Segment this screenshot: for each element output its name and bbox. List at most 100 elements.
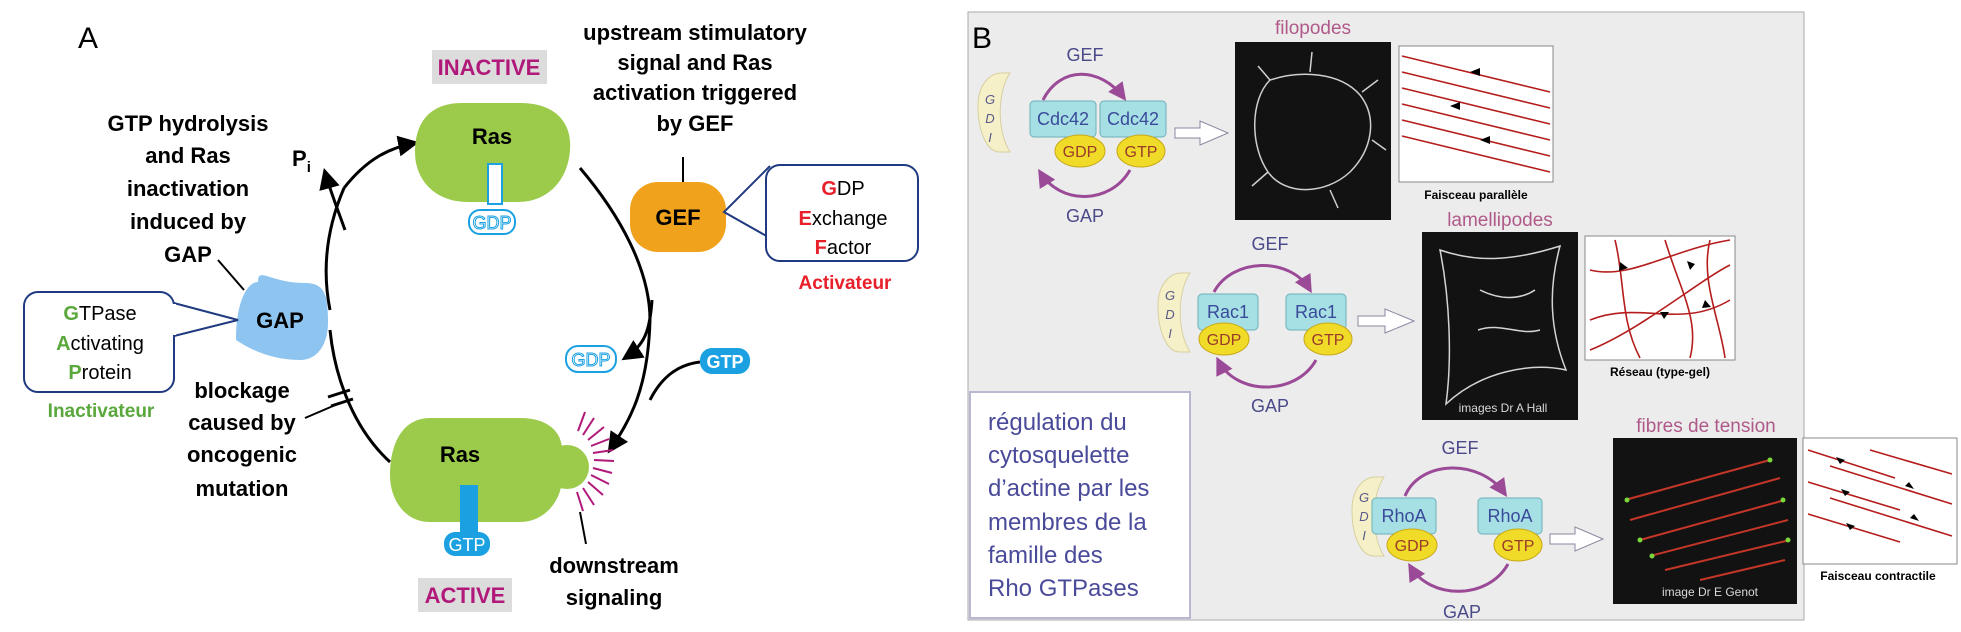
cycle-row-cdc42: G D I Cdc42 GDP Cdc42 GTP GEF GAP	[977, 18, 1554, 226]
gdp-bound-pill	[468, 209, 516, 235]
protein-label: Cdc42	[1037, 109, 1089, 129]
filament-arrowheads	[1619, 261, 1711, 319]
blockage-pointer	[304, 402, 341, 419]
schematic-caption: Faisceau parallèle	[1424, 188, 1528, 202]
panel-b-caption-line: membres de la	[988, 509, 1147, 536]
blockage-bar-1	[327, 388, 351, 399]
gap-caption-line: inactivation	[127, 176, 249, 201]
gef-box-tail	[722, 165, 771, 239]
gef-word-rest: xchange	[812, 208, 888, 230]
pi-release-arrow	[319, 167, 347, 231]
gef-arrow	[1212, 264, 1312, 294]
gdp-released-pill	[565, 345, 617, 373]
gap-word-rest: TPase	[79, 303, 137, 325]
gap-definition: GTPase Activating Protein	[56, 303, 144, 384]
gdi-letter: D	[1359, 509, 1368, 524]
gef-word-rest: actor	[827, 237, 872, 259]
gef-label: GEF	[1441, 438, 1478, 458]
output-arrow	[1357, 308, 1416, 334]
gap-caption-line: induced by	[130, 209, 247, 234]
svg-text:Protein: Protein	[68, 362, 131, 384]
gef-letter-f: F	[815, 237, 827, 259]
arc-gef-upper	[578, 167, 652, 321]
output-arrow	[1549, 526, 1605, 552]
blockage-caption-line: caused by	[188, 410, 296, 435]
gef-caption-line: upstream stimulatory	[583, 20, 807, 45]
gdi-letter: G	[1359, 490, 1369, 505]
ras-active-label: Ras	[440, 442, 480, 467]
panel-b-caption: régulation du cytosquelette d’actine par…	[988, 409, 1149, 602]
blockage-caption-line: oncogenic	[187, 442, 297, 467]
gtp-pocket	[460, 485, 478, 533]
structure-label: filopodes	[1275, 18, 1351, 39]
pi-label: Pi	[292, 146, 311, 176]
gap-box-joint-cover	[168, 304, 176, 335]
gef-node-label: GEF	[655, 205, 700, 230]
ras-inactive-body	[415, 103, 571, 202]
actin-filaments-parallel	[1401, 55, 1551, 173]
gef-caption: upstream stimulatory signal and Ras acti…	[583, 20, 807, 136]
gdp-release-arrow	[621, 299, 654, 361]
gdi-letter: I	[988, 130, 992, 145]
gef-box-joint-cover	[768, 188, 774, 236]
arc-to-inactive	[342, 135, 420, 189]
gtp-incoming-pill	[700, 348, 750, 374]
image-credit: images Dr A Hall	[1459, 401, 1548, 415]
gap-letter-p: P	[68, 362, 81, 384]
gdp-oval	[1198, 322, 1250, 356]
protein-label: Cdc42	[1107, 109, 1159, 129]
gap-caption-line: GTP hydrolysis	[108, 111, 269, 136]
svg-text:Exchange: Exchange	[799, 208, 888, 230]
ras-inactive-label: Ras	[472, 124, 512, 149]
inactive-label: INACTIVE	[438, 55, 541, 80]
gdi-crescent	[1157, 272, 1191, 353]
gdp-oval	[1386, 528, 1438, 562]
inactive-label-bg	[432, 50, 547, 84]
schematic-box	[1398, 45, 1554, 183]
downstream-caption-line: downstream	[549, 553, 679, 578]
gef-role: Activateur	[799, 273, 893, 294]
protein-label: Rac1	[1207, 302, 1249, 322]
panel-b-caption-line: Rho GTPases	[988, 575, 1139, 602]
arc-gap-lower	[328, 329, 392, 464]
protein-label: RhoA	[1487, 506, 1532, 526]
gef-letter-e: E	[799, 208, 812, 230]
blockage-caption: blockage caused by oncogenic mutation	[187, 378, 297, 501]
filament-arrowheads	[1836, 457, 1919, 530]
gap-letter-g: G	[63, 303, 79, 325]
gef-definition-box	[765, 164, 919, 262]
gtp-oval	[1116, 134, 1166, 168]
gef-label: GEF	[1066, 45, 1103, 65]
gap-word-rest: rotein	[82, 362, 132, 384]
gap-arrow	[1408, 562, 1510, 593]
actin-filaments-network	[1589, 239, 1731, 359]
active-label-bg	[418, 578, 512, 612]
ras-active-effector-site	[545, 445, 589, 489]
gef-caption-line: by GEF	[656, 111, 733, 136]
protein-box-gdp	[1029, 100, 1097, 138]
gap-caption-pointer	[217, 259, 245, 291]
svg-text:GTPase: GTPase	[63, 303, 136, 325]
image-credit: image Dr E Genot	[1662, 585, 1759, 599]
micrograph	[1613, 438, 1797, 604]
gdp-label: GDP	[1395, 538, 1430, 555]
structure-label: fibres de tension	[1636, 416, 1775, 437]
gef-node	[630, 182, 726, 252]
gap-letter-a: A	[56, 333, 70, 355]
gef-arrow	[1403, 466, 1508, 497]
gdp-pocket	[487, 163, 503, 205]
gap-definition-box	[23, 291, 175, 393]
gdp-bound-label: GDP	[472, 213, 511, 233]
blockage-caption-line: blockage	[194, 378, 289, 403]
gdi-letter: I	[1362, 528, 1366, 543]
gef-caption-line: signal and Ras	[617, 50, 772, 75]
gdi-label: G D I	[1359, 490, 1369, 543]
gef-label: GEF	[1251, 234, 1288, 254]
gtp-bound-pill	[444, 532, 490, 556]
gef-arrow	[1041, 72, 1127, 101]
pi-sub: i	[307, 159, 311, 176]
gef-letter-g: G	[821, 178, 837, 200]
stress-fibres	[1624, 459, 1791, 581]
panel-b-letter: B	[972, 22, 992, 55]
